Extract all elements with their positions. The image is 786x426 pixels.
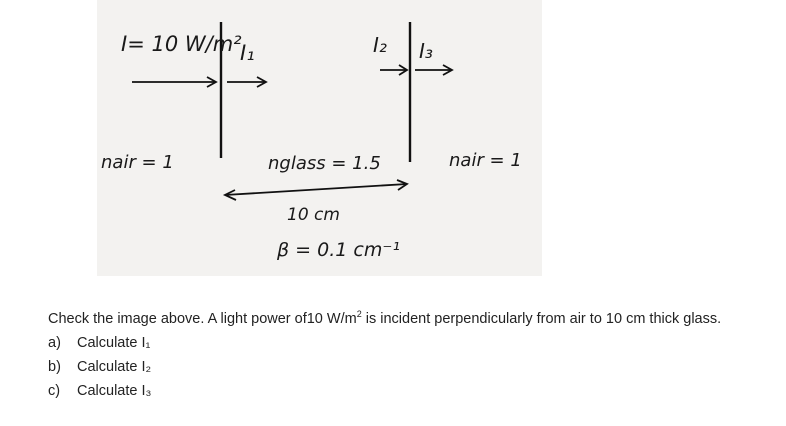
n-glass-label: nglass = 1.5 bbox=[268, 153, 381, 174]
list-item: c) Calculate I₃ bbox=[48, 382, 152, 399]
thickness-label: 10 cm bbox=[287, 205, 340, 225]
i3-label: I₃ bbox=[419, 39, 433, 63]
list-item: a) Calculate I₁ bbox=[48, 334, 151, 351]
diagram-photo: I= 10 W/m² I₁ I₂ I₃ nair = 1 nglass = 1.… bbox=[97, 0, 542, 276]
beta-label: β = 0.1 cm⁻¹ bbox=[276, 239, 400, 261]
question-intro: Check the image above. A light power of1… bbox=[48, 309, 722, 327]
n-air-right-label: nair = 1 bbox=[449, 150, 522, 171]
i1-label: I₁ bbox=[240, 41, 255, 65]
list-item: b) Calculate I₂ bbox=[48, 358, 152, 375]
thickness-arrow bbox=[224, 183, 408, 196]
question-text: Check the image above. A light power of1… bbox=[48, 302, 768, 403]
i2-label: I₂ bbox=[373, 33, 387, 57]
incident-label: I= 10 W/m² bbox=[121, 32, 242, 56]
diagram-drawing: I= 10 W/m² I₁ I₂ I₃ nair = 1 nglass = 1.… bbox=[101, 22, 522, 261]
n-air-left-label: nair = 1 bbox=[101, 152, 174, 173]
